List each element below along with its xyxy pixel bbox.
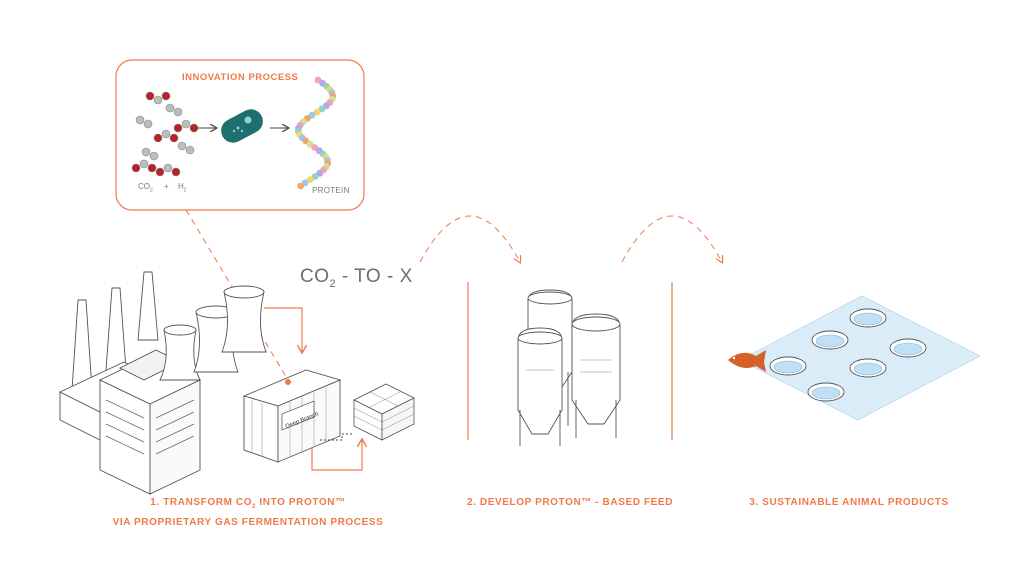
co2-label: CO2 [138,182,153,194]
co2-to-x-label: CO2 - TO - X [300,266,413,290]
fermentation-container-icon [242,369,342,463]
protein-bead [306,176,314,184]
step-1-text-b: INTO PROTON™ [256,497,346,508]
fish-pen-water [853,362,883,376]
co2-to-x-co: CO [300,266,330,287]
co2-h2-molecules-icon [131,91,199,177]
fish-pen-water [811,386,841,400]
fish-pen-water [815,334,845,348]
flow-arrow-output [311,440,362,471]
protein-label: PROTEIN [312,186,350,195]
fish-icon [728,350,766,372]
step-1-line-1: 1. TRANSFORM CO2 INTO PROTON™ [98,495,398,515]
plus-sign: + [164,182,169,191]
bacteria-icon [221,109,263,143]
factory-icon [58,271,267,495]
protein-bead [308,111,316,119]
innovation-process-title: INNOVATION PROCESS [182,72,299,83]
co2-subscript: 2 [150,187,153,194]
fish-pen-water [773,360,803,374]
arc-arrow-1 [419,215,520,262]
fermentation-tanks-icon [517,289,621,446]
co2-text: CO [138,182,150,191]
co2-to-x-sub: 2 [329,277,337,290]
h2-label: H2 [178,182,187,194]
fish-pen-water [853,312,883,326]
protein-bead [318,105,326,113]
step-3-caption: 3. SUSTAINABLE ANIMAL PRODUCTS [749,497,949,508]
step-2-caption: 2. DEVELOP PROTON™ - BASED FEED [466,497,674,508]
feed-pallets-icon [353,383,415,441]
co2-to-x-rest: - TO - X [336,266,413,287]
aquaculture-farm-icon [739,295,981,421]
step-1-line-2: VIA PROPRIETARY GAS FERMENTATION PROCESS [112,517,384,528]
h2-text: H [178,182,184,191]
flow-arrow-tower [264,307,302,352]
protein-bead [297,182,304,190]
dotted-connector [320,433,352,441]
protein-bead [313,108,321,116]
step-1-text-a: 1. TRANSFORM CO [150,497,253,508]
protein-chain-icon [294,76,337,190]
step-1-caption: 1. TRANSFORM CO2 INTO PROTON™ VIA PROPRI… [98,495,398,531]
arc-arrow-2 [621,215,722,262]
protein-bead [311,173,319,180]
fish-pen-water [893,342,923,356]
step-1-subscript: 2 [252,504,257,510]
h2-subscript: 2 [183,187,187,194]
